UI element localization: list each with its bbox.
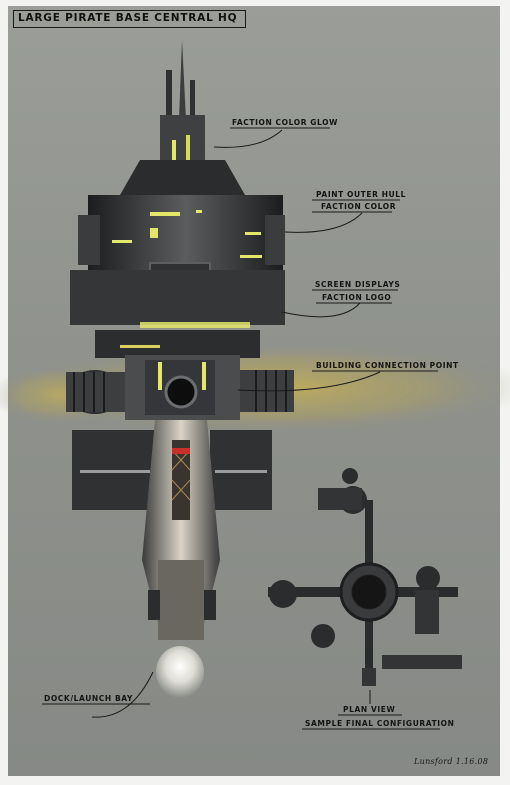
callout-sample-configuration: SAMPLE FINAL CONFIGURATION [305,719,455,728]
callout-faction-color-glow: FACTION COLOR GLOW [232,118,339,127]
plan-view-diagram [268,468,462,686]
callout-paint-hull-line2: FACTION COLOR [321,202,397,211]
callout-plan-view: PLAN VIEW [343,705,396,714]
callout-dock-launch-bay: DOCK/LAUNCH BAY [44,694,134,703]
callout-screen-line1: SCREEN DISPLAYS [315,280,401,289]
exhaust-glow [156,646,204,698]
page-title: LARGE PIRATE BASE CENTRAL HQ [13,10,246,28]
callout-screen-line2: FACTION LOGO [322,293,392,302]
callout-paint-hull-line1: PAINT OUTER HULL [316,190,407,199]
connection-port [164,375,198,409]
callout-building-connection: BUILDING CONNECTION POINT [316,361,459,370]
artist-signature: Lunsford 1.16.08 [414,757,489,766]
pirate-base-station [66,40,294,698]
